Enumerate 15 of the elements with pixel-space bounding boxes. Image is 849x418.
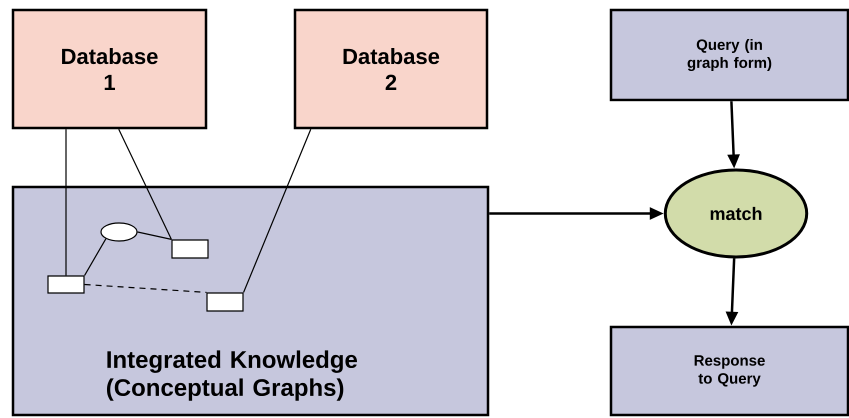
database-box: Database 1 — [12, 8, 208, 130]
connector-line — [84, 238, 106, 276]
query-box: Query (in graph form) — [610, 8, 849, 102]
connector-line — [243, 129, 312, 293]
response-box: Response to Query — [610, 326, 849, 416]
graph-concept-box — [206, 292, 244, 312]
graph-concept-box — [171, 239, 209, 259]
connector-line — [137, 231, 172, 240]
database-box: Database 2 — [294, 8, 488, 130]
graph-relation-ellipse — [100, 222, 138, 242]
connector-line — [65, 129, 67, 276]
connector-line — [84, 284, 206, 293]
connector-line — [118, 129, 172, 240]
knowledge-box: Integrated Knowledge (Conceptual Graphs) — [12, 186, 490, 416]
graph-concept-box — [47, 275, 85, 294]
